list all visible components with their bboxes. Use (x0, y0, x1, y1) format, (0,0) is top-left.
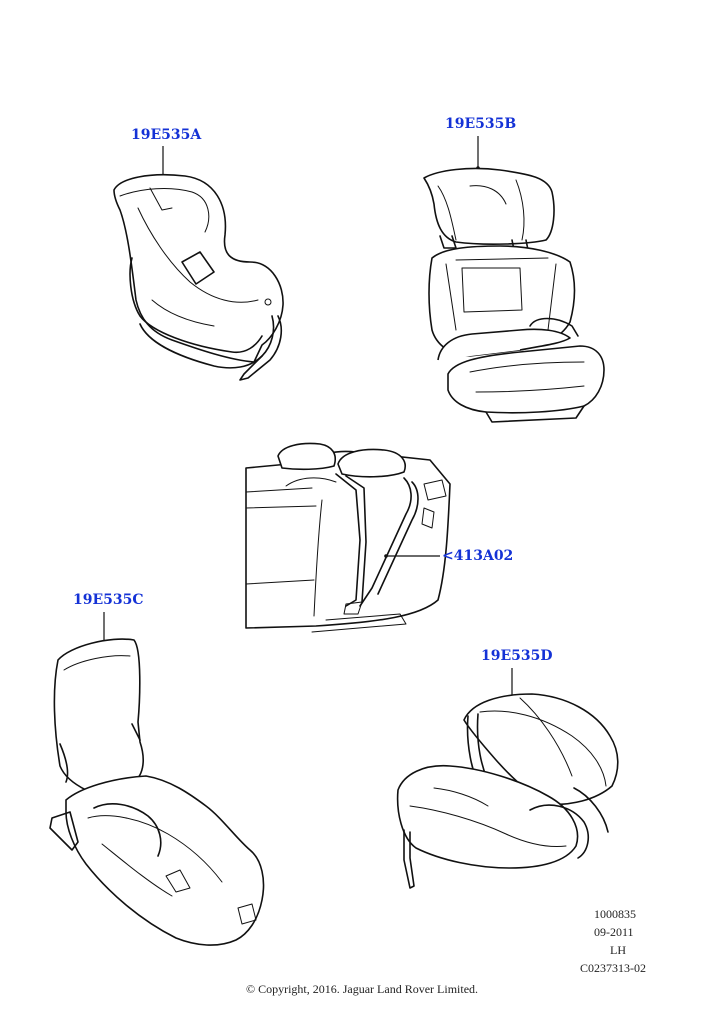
callout-413a02[interactable]: <413A02 (442, 548, 514, 564)
callout-19e535a[interactable]: 19E535A (131, 127, 202, 143)
reference-code: C0237313-02 (580, 961, 646, 975)
callout-19e535d[interactable]: 19E535D (481, 648, 553, 664)
callout-19e535c[interactable]: 19E535C (73, 592, 144, 608)
child-seat-a-illustration[interactable] (113, 146, 284, 381)
reference-side: LH (610, 943, 626, 957)
child-seat-d-illustration[interactable] (396, 668, 619, 889)
callout-19e535b[interactable]: 19E535B (445, 116, 517, 132)
child-seat-b-illustration[interactable] (423, 136, 605, 423)
reference-date: 09-2011 (594, 925, 634, 939)
child-seat-c-illustration[interactable] (49, 612, 265, 946)
rear-seat-belt-illustration[interactable] (245, 442, 451, 633)
reference-number: 1000835 (594, 907, 636, 921)
copyright-notice: © Copyright, 2016. Jaguar Land Rover Lim… (245, 982, 479, 996)
